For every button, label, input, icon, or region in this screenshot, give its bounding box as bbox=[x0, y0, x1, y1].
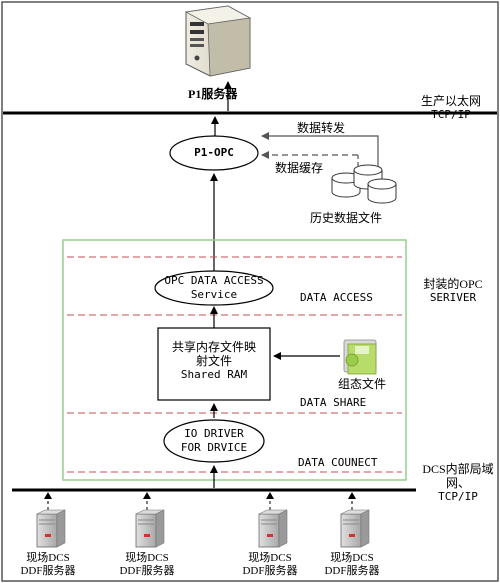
field-server-label-line1: 现场DCS bbox=[125, 552, 169, 564]
opc-access-node bbox=[154, 270, 274, 306]
server-icon bbox=[184, 5, 252, 77]
forwarding-label: 数据转发 bbox=[297, 121, 346, 135]
dcs-network-line1: DCS内部局域 bbox=[422, 462, 494, 476]
field-server-label-line2: DDF服务器 bbox=[324, 565, 380, 577]
opc-access-line1: OPC DATA ACCESS bbox=[164, 274, 264, 287]
database-icon bbox=[331, 164, 397, 204]
field-server-label-line1: 现场DCS bbox=[330, 552, 374, 564]
io-driver-line1: IO DRIVER bbox=[184, 427, 244, 440]
opc-access-label: OPC DATA ACCESS Service bbox=[155, 274, 273, 302]
field-server-label: 现场DCS DDF服务器 bbox=[240, 552, 300, 578]
p1-opc-node bbox=[169, 135, 259, 171]
field-server-label-line2: DDF服务器 bbox=[20, 565, 76, 577]
field-server-icon bbox=[258, 509, 288, 548]
io-driver-line2: FOR DRVICE bbox=[180, 441, 248, 454]
encapsulated-label: 封装的OPC SERIVER bbox=[410, 277, 496, 305]
field-server-label: 现场DCS DDF服务器 bbox=[117, 552, 177, 578]
config-file-label: 组态文件 bbox=[338, 377, 387, 391]
shared-ram-label: 共享内存文件映 射文件 Shared RAM bbox=[158, 340, 270, 382]
field-server-label-line2: DDF服务器 bbox=[119, 565, 175, 577]
dcs-network-line3: TCP/IP bbox=[438, 490, 478, 503]
shared-ram-line3: Shared RAM bbox=[180, 368, 248, 381]
io-driver-node bbox=[163, 419, 265, 463]
field-server-label: 现场DCS DDF服务器 bbox=[322, 552, 382, 578]
field-server-label-line1: 现场DCS bbox=[248, 552, 292, 564]
layer-access-label: DATA ACCESS bbox=[300, 291, 373, 304]
forwarding-arrow bbox=[261, 132, 379, 178]
layer-connect-label: DATA COUNECT bbox=[298, 456, 378, 469]
encapsulated-line2: SERIVER bbox=[429, 291, 477, 304]
production-network-line1: 生产以太网 bbox=[420, 94, 481, 108]
production-network-label: 生产以太网 TCP/IP bbox=[408, 94, 494, 122]
opc-access-line2: Service bbox=[190, 288, 238, 301]
shared-ram-line2: 射文件 bbox=[195, 354, 232, 368]
history-label: 历史数据文件 bbox=[310, 211, 383, 225]
top-server-label: P1服务器 bbox=[188, 87, 238, 101]
layer-share-label: DATA SHARE bbox=[300, 396, 367, 409]
dcs-network-label: DCS内部局域 网、 TCP/IP bbox=[420, 462, 496, 504]
encapsulated-server-box bbox=[62, 239, 407, 481]
caching-label: 数据缓存 bbox=[275, 161, 324, 175]
field-server-icon bbox=[340, 509, 370, 548]
field-server-icon bbox=[135, 509, 165, 548]
field-server-label-line1: 现场DCS bbox=[26, 552, 70, 564]
field-server-label: 现场DCS DDF服务器 bbox=[18, 552, 78, 578]
config-file-icon bbox=[343, 339, 377, 375]
shared-ram-node bbox=[157, 327, 271, 401]
field-server-label-line2: DDF服务器 bbox=[242, 565, 298, 577]
shared-ram-line1: 共享内存文件映 bbox=[171, 340, 256, 354]
p1-opc-label: P1-OPC bbox=[194, 146, 234, 159]
io-driver-label: IO DRIVER FOR DRVICE bbox=[164, 427, 264, 455]
production-network-line2: TCP/IP bbox=[431, 108, 471, 121]
dcs-network-line2: 网、 bbox=[445, 476, 470, 490]
field-server-icon bbox=[36, 509, 66, 548]
encapsulated-line1: 封装的OPC bbox=[423, 277, 483, 291]
